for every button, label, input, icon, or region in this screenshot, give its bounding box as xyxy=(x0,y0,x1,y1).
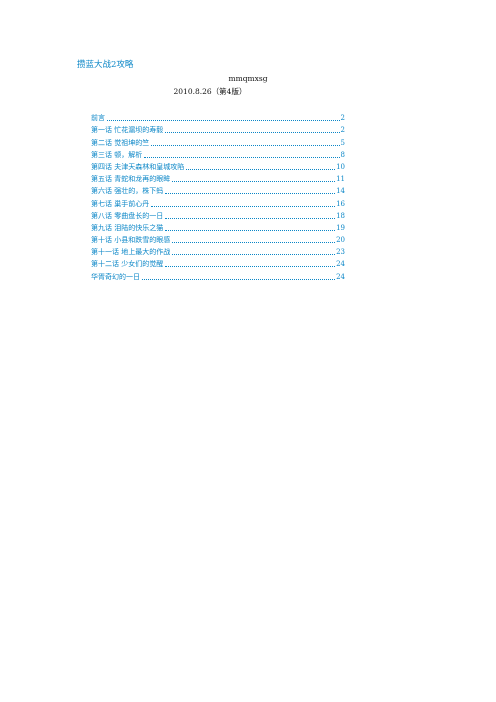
toc-page-number: 19 xyxy=(336,223,345,232)
author-name: mmqmxsg xyxy=(228,74,268,83)
toc-item[interactable]: 第十二话 少女们的觉醒 24 xyxy=(91,257,345,269)
toc-item[interactable]: 第五话 青蛇和龙再的眼眸 11 xyxy=(91,172,345,184)
toc-item[interactable]: 前言 2 xyxy=(91,111,345,123)
toc-item[interactable]: 第二话 觉祖坤的竺 5 xyxy=(91,135,345,147)
toc-dot-leader xyxy=(172,242,336,244)
toc-item[interactable]: 第十话 小县和跌雪的眼感 20 xyxy=(91,233,345,245)
toc-dot-leader xyxy=(165,229,336,231)
toc-dot-leader xyxy=(165,266,336,268)
toc-item-label: 第三话 顿，解析 xyxy=(91,150,143,159)
toc-dot-leader xyxy=(165,193,336,195)
toc-item[interactable]: 第六话 强壮的，株下蚂 14 xyxy=(91,184,345,196)
toc-page-number: 23 xyxy=(336,248,345,257)
toc-page-number: 20 xyxy=(336,236,345,245)
toc-page-number: 24 xyxy=(336,272,345,281)
toc-item[interactable]: 第三话 顿，解析 8 xyxy=(91,148,345,160)
toc-page-number: 8 xyxy=(340,150,345,159)
toc-page-number: 2 xyxy=(340,114,345,123)
toc-dot-leader xyxy=(142,278,336,280)
toc-dot-leader xyxy=(165,132,340,134)
toc-item[interactable]: 第九话 泪陆的快乐之猫 19 xyxy=(91,221,345,233)
toc-item-label: 第二话 觉祖坤的竺 xyxy=(91,138,150,147)
toc-dot-leader xyxy=(165,217,336,219)
toc-page-number: 10 xyxy=(336,162,345,171)
toc-dot-leader xyxy=(186,168,336,170)
toc-page-number: 14 xyxy=(336,187,345,196)
toc-item-label: 华胥奇幻的一日 xyxy=(91,272,140,281)
toc-item-label: 前言 xyxy=(91,114,105,123)
document-title[interactable]: 攒蓝大战2攻略 xyxy=(77,60,134,70)
toc-item[interactable]: 第七话 巢手前心丹 16 xyxy=(91,196,345,208)
toc-item[interactable]: 第一话 忙花漏坝的寿毅 2 xyxy=(91,123,345,135)
toc-item-label: 第五话 青蛇和龙再的眼眸 xyxy=(91,175,171,184)
toc-item-label: 第六话 强壮的，株下蚂 xyxy=(91,187,164,196)
toc-dot-leader xyxy=(172,254,336,256)
toc-page-number: 24 xyxy=(336,260,345,269)
document-date: 2010.8.26（第4版） xyxy=(173,87,247,96)
toc-page-number: 11 xyxy=(336,175,345,184)
toc-item-label: 第九话 泪陆的快乐之猫 xyxy=(91,223,164,232)
toc-item[interactable]: 第四话 夫津天森林和皇城攻陷 10 xyxy=(91,160,345,172)
toc-dot-leader xyxy=(107,120,340,122)
toc-item-label: 第十话 小县和跌雪的眼感 xyxy=(91,236,171,245)
toc-dot-leader xyxy=(151,144,340,146)
toc-item-label: 第一话 忙花漏坝的寿毅 xyxy=(91,126,164,135)
toc-page-number: 18 xyxy=(336,211,345,220)
toc-dot-leader xyxy=(151,205,336,207)
toc-item[interactable]: 华胥奇幻的一日 24 xyxy=(91,269,345,281)
toc-item[interactable]: 第十一话 地上最大的作战 23 xyxy=(91,245,345,257)
toc-item[interactable]: 第八话 零曲盘长的一日 18 xyxy=(91,209,345,221)
toc-item-label: 第十一话 地上最大的作战 xyxy=(91,248,171,257)
toc-page-number: 5 xyxy=(340,138,345,147)
table-of-contents: 前言 2 第一话 忙花漏坝的寿毅 2 第二话 觉祖坤的竺 5 第三话 顿，解析 … xyxy=(91,111,345,282)
toc-dot-leader xyxy=(172,181,336,183)
toc-item-label: 第四话 夫津天森林和皇城攻陷 xyxy=(91,162,185,171)
toc-item-label: 第八话 零曲盘长的一日 xyxy=(91,211,164,220)
toc-dot-leader xyxy=(144,156,340,158)
toc-page-number: 16 xyxy=(336,199,345,208)
toc-page-number: 2 xyxy=(340,126,345,135)
toc-item-label: 第十二话 少女们的觉醒 xyxy=(91,260,164,269)
toc-item-label: 第七话 巢手前心丹 xyxy=(91,199,150,208)
